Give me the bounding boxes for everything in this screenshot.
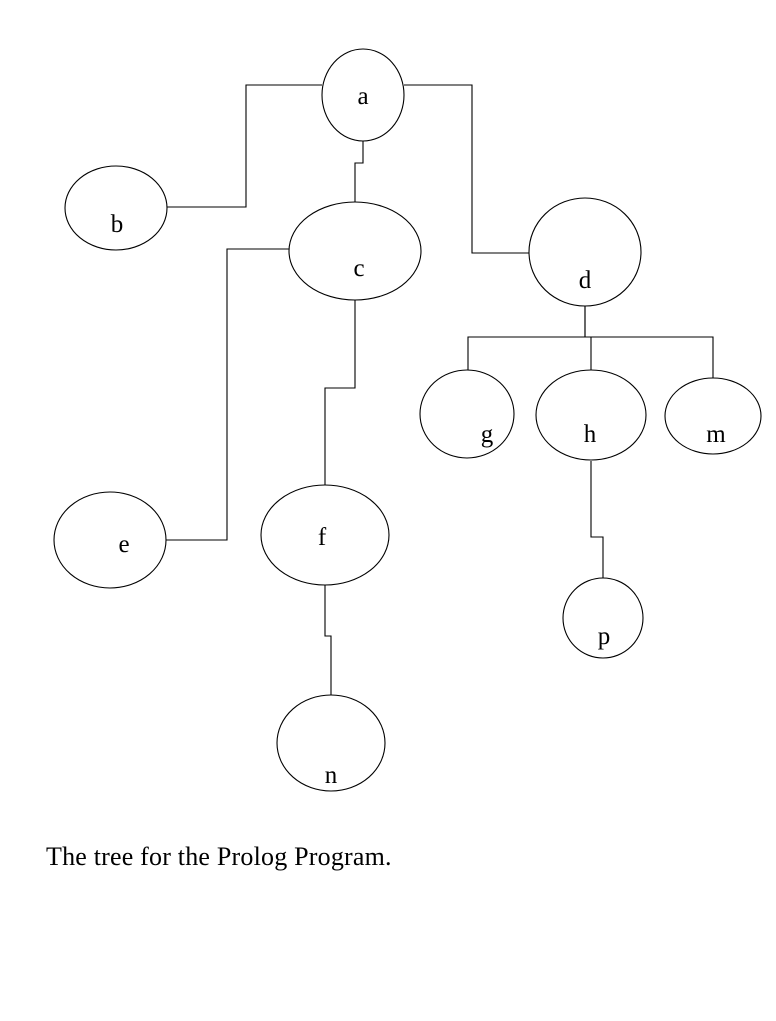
tree-node-e[interactable]: e bbox=[53, 491, 167, 589]
tree-edge-d-g bbox=[467, 306, 586, 371]
tree-edge-a-b bbox=[167, 84, 322, 208]
tree-edge-a-d bbox=[404, 84, 530, 254]
tree-edge-c-f bbox=[324, 300, 356, 486]
tree-node-g-label: g bbox=[481, 421, 494, 448]
tree-node-d-circle bbox=[528, 197, 642, 307]
tree-node-f-circle bbox=[260, 484, 390, 586]
tree-node-n-circle bbox=[276, 694, 386, 792]
tree-node-f-label: f bbox=[318, 524, 327, 551]
tree-node-m-circle bbox=[664, 377, 762, 455]
tree-edge-f-n bbox=[324, 585, 332, 697]
tree-edge-d-h bbox=[584, 306, 592, 371]
tree-node-b[interactable]: b bbox=[64, 165, 168, 251]
diagram-caption: The tree for the Prolog Program. bbox=[46, 842, 392, 871]
tree-node-n-label: n bbox=[325, 762, 338, 789]
tree-node-g-circle bbox=[419, 369, 515, 459]
tree-node-p-label: p bbox=[598, 623, 611, 650]
tree-node-d[interactable]: d bbox=[528, 197, 642, 307]
tree-node-e-label: e bbox=[118, 531, 129, 558]
tree-node-h[interactable]: h bbox=[535, 369, 647, 461]
tree-node-a[interactable]: a bbox=[321, 48, 405, 142]
tree-edge-d-m bbox=[585, 336, 714, 379]
tree-node-m[interactable]: m bbox=[664, 377, 762, 455]
tree-node-a-circle bbox=[321, 48, 405, 142]
tree-node-p[interactable]: p bbox=[562, 577, 644, 659]
tree-node-b-circle bbox=[64, 165, 168, 251]
tree-edge-a-c bbox=[354, 136, 364, 203]
tree-node-m-label: m bbox=[706, 421, 726, 448]
tree-node-h-circle bbox=[535, 369, 647, 461]
tree-node-c-label: c bbox=[353, 255, 364, 282]
tree-node-f[interactable]: f bbox=[260, 484, 390, 586]
tree-node-d-label: d bbox=[579, 267, 592, 294]
tree-node-p-circle bbox=[562, 577, 644, 659]
tree-node-h-label: h bbox=[584, 421, 597, 448]
tree-node-c[interactable]: c bbox=[288, 201, 422, 301]
tree-node-c-circle bbox=[288, 201, 422, 301]
tree-node-a-label: a bbox=[357, 83, 368, 110]
tree-node-b-label: b bbox=[111, 211, 124, 238]
tree-node-e-circle bbox=[53, 491, 167, 589]
tree-node-n[interactable]: n bbox=[276, 694, 386, 792]
tree-nodes-group: a b c d e f g h m n p bbox=[53, 48, 762, 792]
tree-node-g[interactable]: g bbox=[419, 369, 515, 459]
tree-edge-c-e bbox=[166, 248, 289, 541]
